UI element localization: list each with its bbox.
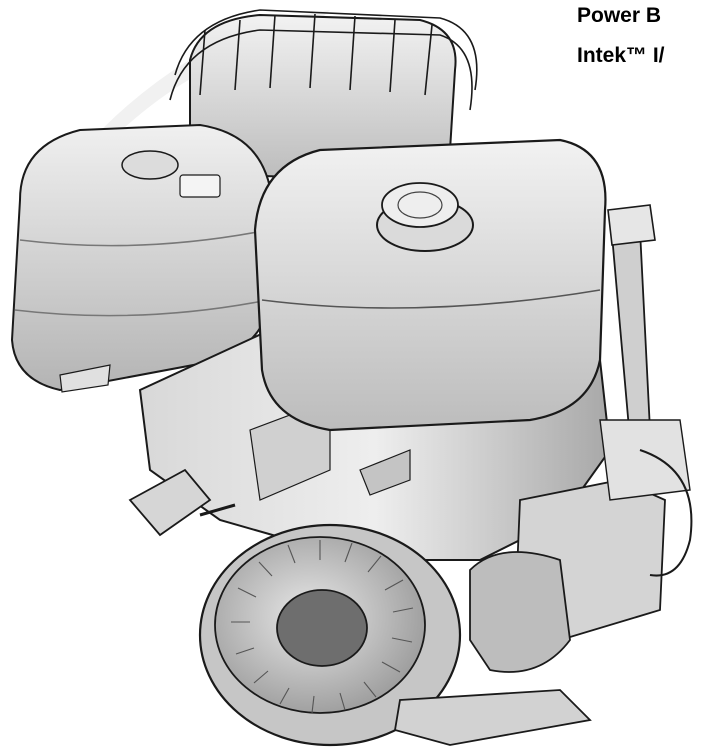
fan-screen-slots [231, 540, 414, 714]
muffler-guard-wire [169, 9, 478, 111]
document-title-line-2: Intek™ I/ [577, 44, 665, 67]
engine-base [393, 689, 592, 746]
fuel-tank [253, 138, 607, 432]
fuel-cap [376, 182, 474, 252]
recoil-starter-handle [128, 468, 236, 537]
blower-housing [198, 523, 462, 747]
control-assembly [469, 419, 693, 673]
muffler-assembly [169, 9, 478, 182]
document-title-line-1: Power B [577, 4, 662, 27]
dipstick-tube [607, 204, 656, 442]
air-cleaner [10, 123, 274, 393]
